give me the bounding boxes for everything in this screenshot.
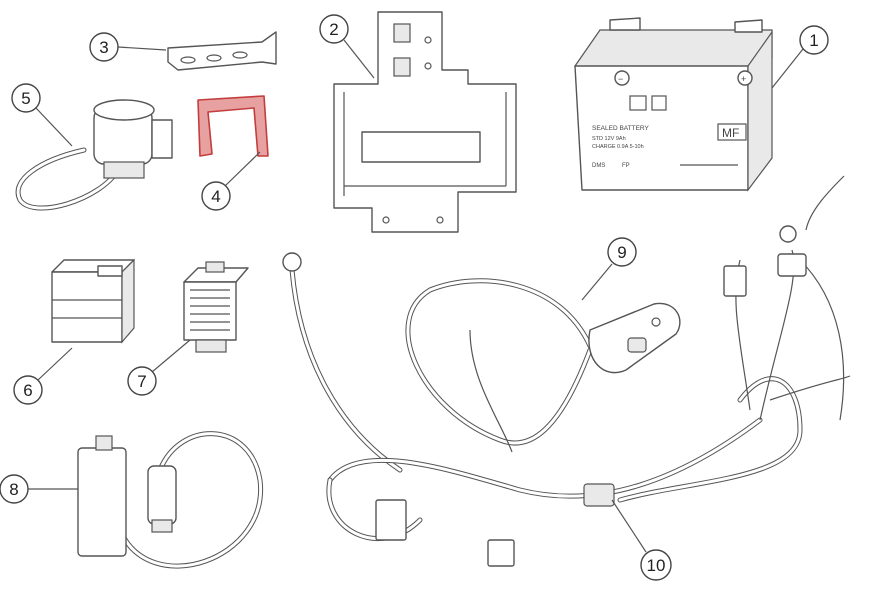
battery-code-1: DMS xyxy=(592,163,605,169)
battery-code-2: FP xyxy=(622,163,630,169)
mf-badge-label: MF xyxy=(722,126,739,140)
relay xyxy=(51,258,135,344)
callout-4: 4 xyxy=(201,151,261,211)
battery-spec-1: STD 12V 9Ah xyxy=(592,136,626,142)
callout-8: 8 xyxy=(0,474,78,504)
battery-tray xyxy=(333,11,517,233)
callout-7-label: 7 xyxy=(137,372,146,391)
callout-5: 5 xyxy=(11,83,73,147)
callout-8-label: 8 xyxy=(9,480,18,499)
callout-1: 1 xyxy=(771,25,829,89)
callout-3-label: 3 xyxy=(99,38,108,57)
callout-7: 7 xyxy=(127,339,191,396)
callout-1-label: 1 xyxy=(809,31,818,50)
callout-10: 10 xyxy=(611,499,672,581)
callout-6-label: 6 xyxy=(23,381,32,400)
callout-9-label: 9 xyxy=(617,243,626,262)
callout-6: 6 xyxy=(13,347,73,405)
regulator-rectifier xyxy=(183,261,249,353)
minus-terminal-label: − xyxy=(618,74,623,84)
callout-10-label: 10 xyxy=(647,556,666,575)
recycle-icon xyxy=(629,95,647,111)
callout-2: 2 xyxy=(319,14,375,79)
handlebar-switch xyxy=(405,278,681,453)
battery-strap xyxy=(197,95,269,157)
callout-2-label: 2 xyxy=(329,20,338,39)
callout-9: 9 xyxy=(581,237,637,301)
callout-5-label: 5 xyxy=(21,89,30,108)
mounting-bracket xyxy=(167,31,277,71)
plus-terminal-icon xyxy=(737,70,753,86)
wiring-harness xyxy=(282,175,851,567)
minus-terminal-icon xyxy=(614,70,630,86)
ignition-coil xyxy=(77,431,263,569)
battery: − + SEALED BATTERY STD 12V 9Ah CHARGE 0.… xyxy=(573,17,773,192)
callout-3: 3 xyxy=(89,32,167,62)
plus-terminal-label: + xyxy=(741,74,746,84)
callout-4-label: 4 xyxy=(211,187,220,206)
mf-badge xyxy=(717,123,747,141)
battery-sealed-label: SEALED BATTERY xyxy=(592,125,649,132)
no-trash-icon xyxy=(651,95,667,111)
starter-relay xyxy=(15,99,173,211)
battery-spec-2: CHARGE 0.9A 5-10h xyxy=(592,144,644,150)
